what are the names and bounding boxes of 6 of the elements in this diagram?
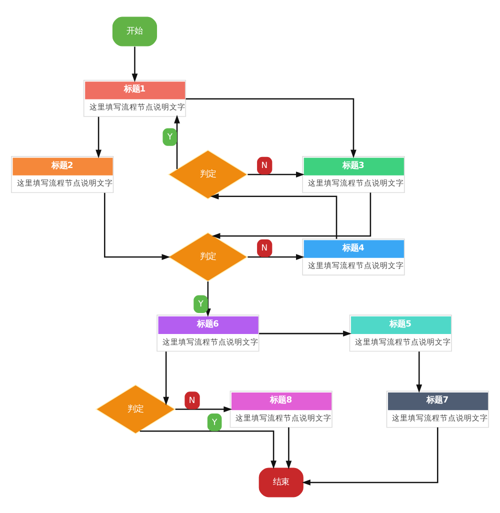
edge-label: Y xyxy=(198,298,204,308)
edge-label: Y xyxy=(212,416,218,426)
edge-label: N xyxy=(188,394,196,404)
edge-label: N xyxy=(261,242,268,252)
edge-label: N xyxy=(261,160,268,170)
edge-label: Y xyxy=(167,131,172,142)
